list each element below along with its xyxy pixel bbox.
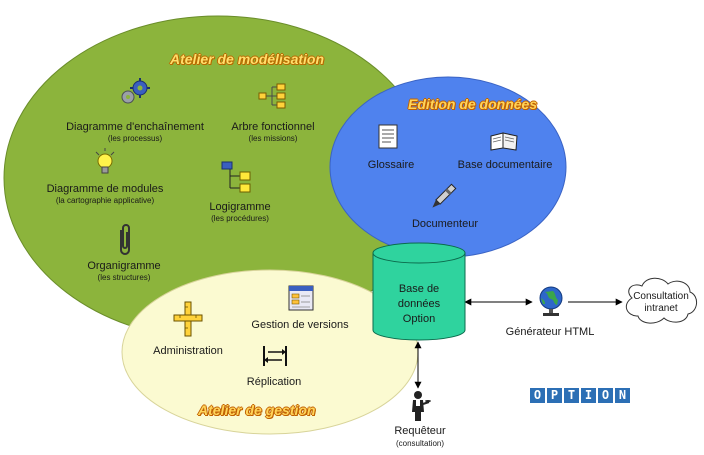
replication-label: Réplication (246, 376, 302, 388)
pen-icon (432, 183, 457, 208)
requeteur-sub: (consultation) (395, 439, 445, 448)
paperclip-icon (120, 224, 130, 255)
organigramme-sub: (les structures) (97, 273, 151, 282)
generateur-html-label: Générateur HTML (505, 326, 595, 338)
diagramme-enchainement-label: Diagramme d'enchaînement (66, 121, 204, 133)
documenteur-label: Documenteur (411, 218, 479, 230)
database-label-line2: données (397, 298, 441, 310)
logo-letter: O (530, 388, 545, 403)
arbre-fonctionnel-sub: (les missions) (248, 134, 298, 143)
database-label-line1: Base de (398, 283, 440, 295)
gears-icon (121, 78, 150, 104)
base-documentaire-label: Base documentaire (457, 159, 553, 171)
lightbulb-icon (95, 148, 115, 174)
logo-letter: I (581, 388, 596, 403)
consultation-label-line2: intranet (644, 303, 678, 314)
database-cylinder (372, 242, 466, 341)
option-logo: O P T I O N (530, 388, 630, 403)
consultation-cloud (625, 277, 697, 324)
consultation-label-line1: Consultation (633, 291, 689, 302)
diagramme-modules-sub: (la cartographie applicative) (55, 196, 155, 205)
arbre-fonctionnel-label: Arbre fonctionnel (231, 121, 315, 133)
ruler-tools-icon (173, 301, 203, 337)
replication-icon (263, 346, 287, 366)
globe-icon (539, 286, 563, 316)
database-label-line3: Option (402, 313, 436, 325)
logo-letter: O (598, 388, 613, 403)
gestion-versions-label: Gestion de versions (251, 319, 349, 331)
diagramme-modules-label: Diagramme de modules (46, 183, 164, 195)
waiter-icon (412, 391, 431, 421)
administration-label: Administration (153, 345, 223, 357)
logo-letter: N (615, 388, 630, 403)
requeteur-label: Requêteur (394, 425, 446, 437)
versions-icon (288, 285, 314, 311)
atelier-modelisation-title: Atelier de modélisation (170, 51, 325, 67)
flowchart-icon (221, 161, 251, 193)
logo-letter: P (547, 388, 562, 403)
logigramme-sub: (les procédures) (211, 214, 269, 223)
diagramme-enchainement-sub: (les processus) (107, 134, 163, 143)
logo-letter: T (564, 388, 579, 403)
book-icon (490, 132, 518, 151)
tree-icon (258, 83, 286, 109)
edition-donnees-title: Edition de données (408, 96, 538, 112)
glossary-icon (378, 124, 398, 149)
organigramme-label: Organigramme (87, 260, 161, 272)
logigramme-label: Logigramme (209, 201, 271, 213)
atelier-gestion-title: Atelier de gestion (198, 402, 316, 418)
glossaire-label: Glossaire (367, 159, 415, 171)
